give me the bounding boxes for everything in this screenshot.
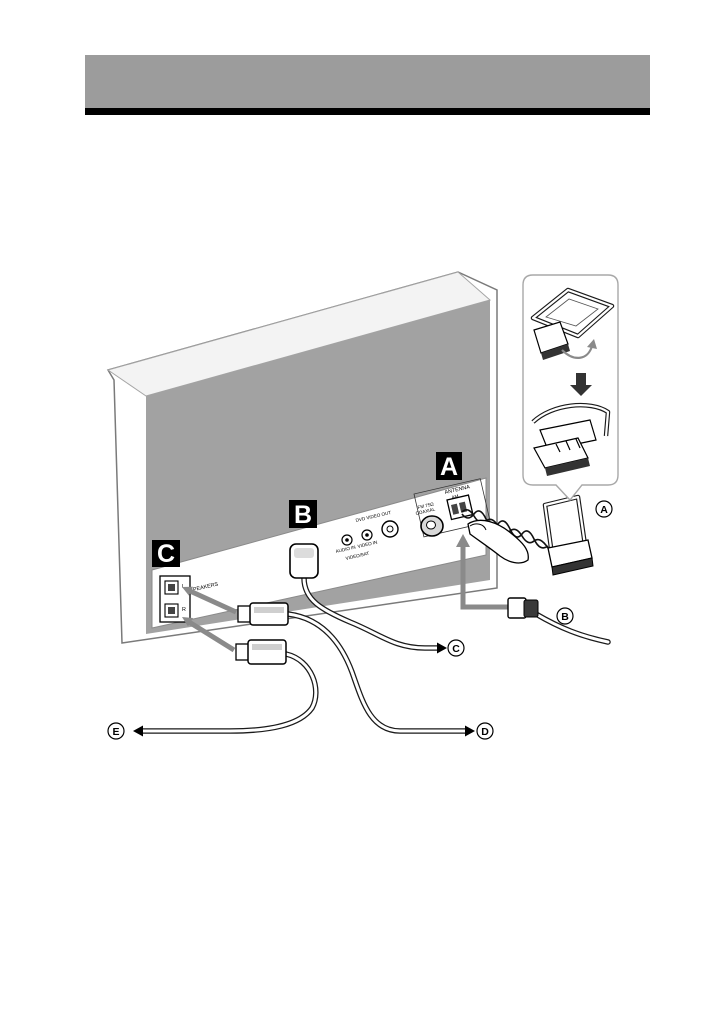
callout-a-letter: A — [600, 504, 608, 516]
speaker-cable-d-outline — [288, 614, 466, 731]
audio-in-jack-core — [345, 538, 349, 542]
speaker-cable-e-arrowhead — [133, 726, 143, 737]
power-cable-arrowhead — [437, 643, 447, 654]
tag-b: B — [289, 500, 317, 529]
speaker-cable-d-core — [288, 614, 466, 731]
speaker-cable-d-arrowhead — [465, 726, 475, 737]
callout-e-letter: E — [112, 726, 119, 738]
power-plug-shade — [294, 548, 314, 558]
tag-c-letter: C — [157, 540, 175, 568]
speaker-jack-right-hole — [168, 607, 175, 614]
speaker-jack-left-hole — [168, 584, 175, 591]
callout-c-letter: C — [452, 643, 460, 655]
speaker-cable-e-core — [142, 654, 316, 731]
speaker-plug-lower-shade — [252, 644, 282, 650]
speaker-plug-lower-body — [248, 640, 286, 664]
speaker-right-label: R — [182, 607, 186, 613]
callout-d: D — [477, 723, 493, 739]
speaker-plug-upper-shade — [254, 607, 284, 613]
fm-coaxial-plug-body — [524, 600, 538, 617]
tag-a-letter: A — [440, 453, 458, 481]
dvd-video-out-jack-core — [387, 526, 393, 532]
am-terminal-block — [447, 495, 473, 519]
video-in-jack-core — [365, 533, 369, 537]
tag-b-letter: B — [294, 501, 312, 529]
callout-e: E — [108, 723, 124, 739]
callout-a: A — [596, 501, 612, 517]
speaker-plug-upper-body — [250, 603, 288, 625]
tag-c: C — [152, 540, 180, 568]
fm-coaxial-plug-head — [508, 598, 526, 618]
tag-a: A — [436, 452, 462, 481]
callout-b-letter: B — [561, 611, 569, 623]
callout-c: C — [448, 640, 464, 656]
speaker-cable-e-outline — [142, 654, 316, 731]
callout-d-letter: D — [481, 726, 489, 738]
fm-coaxial-jack-core — [427, 521, 436, 529]
loop-antenna-inset — [523, 275, 618, 500]
callout-b: B — [557, 608, 573, 624]
